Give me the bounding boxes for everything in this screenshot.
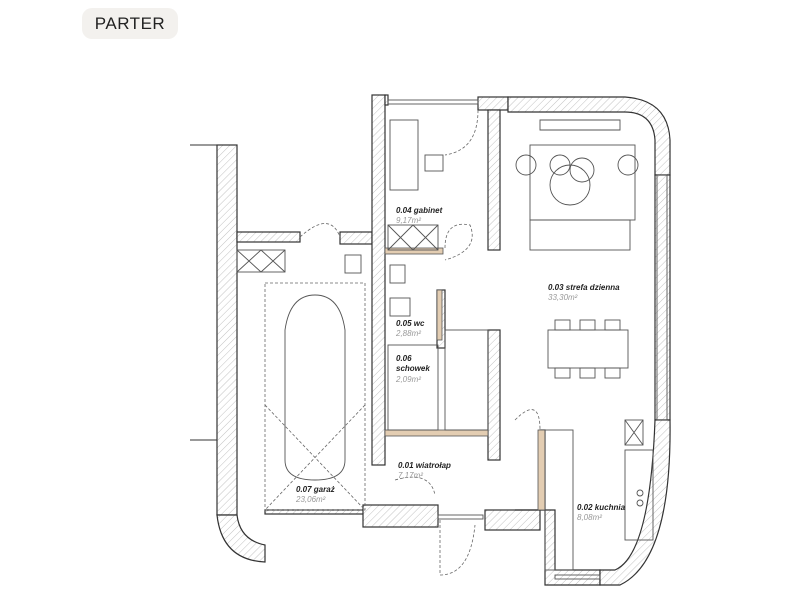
furniture	[236, 119, 654, 571]
room-area: 9,17m²	[396, 216, 421, 225]
room-labels: 0.04 gabinet 9,17m² 0.05 wc 2,88m² 2,09m…	[295, 206, 626, 522]
room-name: 0.02 kuchnia	[577, 503, 626, 512]
room-name: 0.07 garaż	[296, 485, 335, 494]
floor-label-badge[interactable]: PARTER	[82, 8, 178, 39]
room-area: 2,09m²	[395, 375, 421, 384]
room-area: 7,17m²	[398, 471, 423, 480]
room-name: 0.04 gabinet	[396, 206, 443, 215]
room-name: 0.01 wiatrołap	[398, 461, 451, 470]
room-name: 0.05 wc	[396, 319, 425, 328]
room-name-schowek: 0.06 schowek	[396, 354, 430, 373]
floor-label: PARTER	[94, 13, 166, 33]
walls	[190, 94, 671, 586]
windows-doors	[299, 99, 668, 580]
room-area: 8,08m²	[577, 513, 602, 522]
room-area: 23,06m²	[295, 495, 326, 504]
room-name: 0.03 strefa dzienna	[548, 283, 620, 292]
room-area: 33,30m²	[548, 293, 578, 302]
room-area: 2,88m²	[395, 329, 421, 338]
